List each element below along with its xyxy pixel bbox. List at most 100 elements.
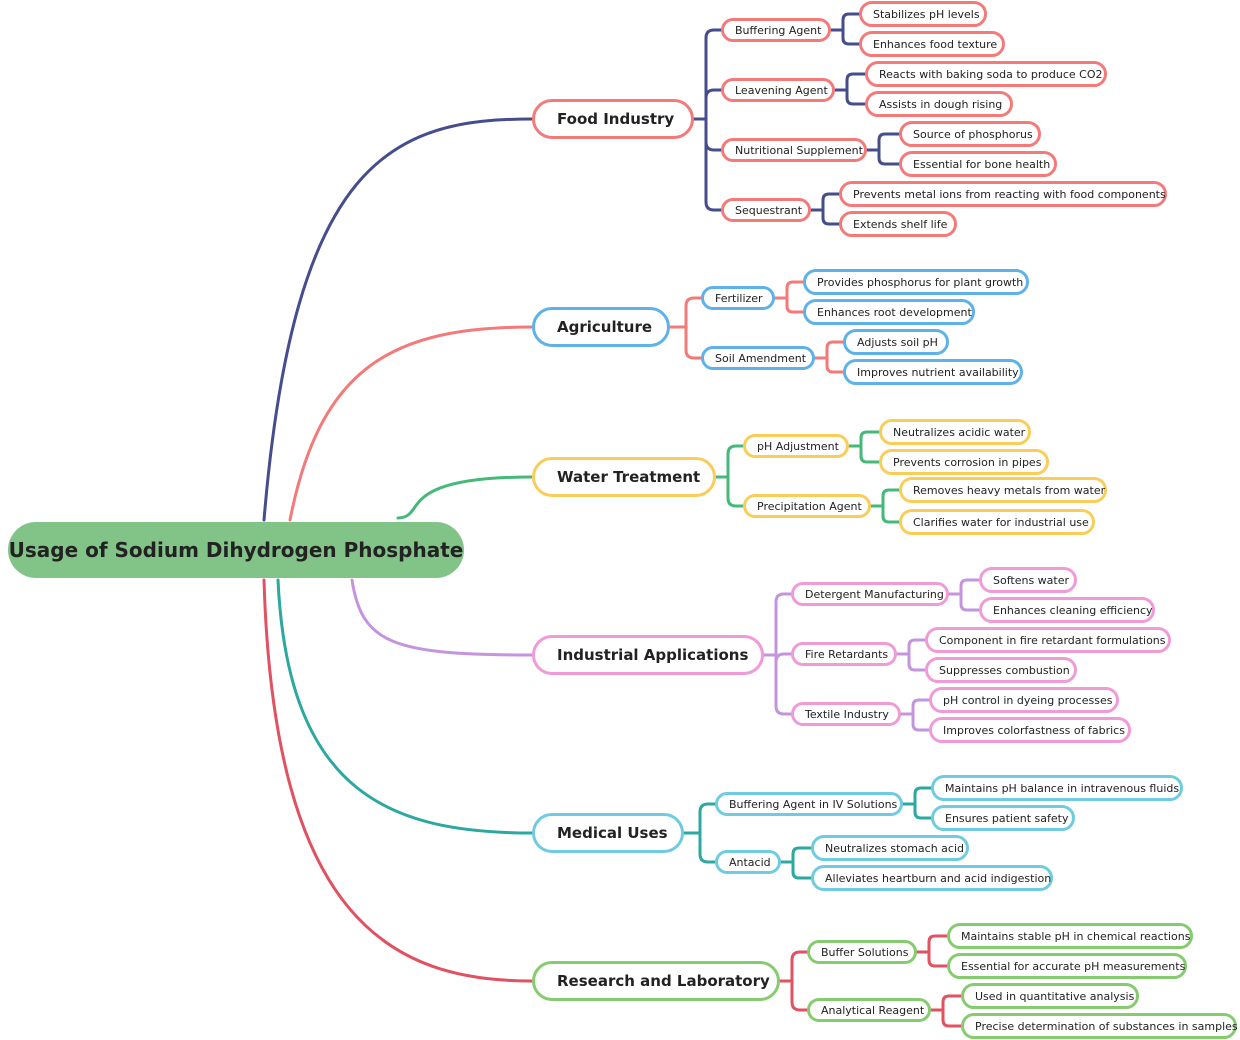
subtopic-connector <box>790 950 809 983</box>
leaf-connector <box>881 488 901 508</box>
subtopic-connector <box>704 117 723 152</box>
leaf-connector <box>941 1008 963 1028</box>
leaf-connector <box>911 698 931 716</box>
subtopic-connector <box>698 802 717 835</box>
leaf-topic[interactable]: Assists in dough rising <box>865 91 1013 117</box>
leaf-connector <box>959 592 981 612</box>
leaf-topic[interactable]: Neutralizes stomach acid <box>811 835 969 861</box>
leaf-connector <box>911 712 931 732</box>
leaf-connector <box>927 950 949 968</box>
leaf-connector <box>825 340 845 360</box>
subtopic[interactable]: Fire Retardants <box>791 642 897 666</box>
leaf-topic[interactable]: Neutralizes acidic water <box>879 419 1031 445</box>
leaf-connector <box>859 444 881 464</box>
subtopic[interactable]: Nutritional Supplement <box>721 138 867 162</box>
leaf-connector <box>907 638 927 656</box>
subtopic-connector <box>774 592 793 657</box>
subtopic[interactable]: Soil Amendment <box>701 346 815 370</box>
leaf-connector <box>791 860 813 880</box>
leaf-connector <box>941 994 963 1012</box>
leaf-topic[interactable]: Prevents corrosion in pipes <box>879 449 1049 475</box>
leaf-connector <box>841 12 861 32</box>
leaf-topic[interactable]: Provides phosphorus for plant growth <box>803 269 1029 295</box>
leaf-topic[interactable]: Precise determination of substances in s… <box>961 1013 1238 1039</box>
subtopic[interactable]: Sequestrant <box>721 198 811 222</box>
leaf-topic[interactable]: Enhances food texture <box>859 31 1005 57</box>
leaf-topic[interactable]: pH control in dyeing processes <box>929 687 1119 713</box>
subtopic[interactable]: pH Adjustment <box>743 434 849 458</box>
leaf-connector <box>913 786 933 806</box>
subtopic[interactable]: Buffering Agent in IV Solutions <box>715 792 903 816</box>
leaf-connector <box>881 504 901 524</box>
leaf-topic[interactable]: Adjusts soil pH <box>843 329 949 355</box>
subtopic-connector <box>726 475 745 508</box>
leaf-topic[interactable]: Prevents metal ions from reacting with f… <box>839 181 1167 207</box>
subtopic[interactable]: Precipitation Agent <box>743 494 871 518</box>
subtopic[interactable]: Antacid <box>715 850 781 874</box>
leaf-connector <box>845 88 867 106</box>
branch-connector <box>396 475 534 520</box>
branch-connector <box>262 578 534 983</box>
leaf-topic[interactable]: Maintains stable pH in chemical reaction… <box>947 923 1193 949</box>
leaf-connector <box>927 934 949 954</box>
branch-connector <box>276 578 534 835</box>
leaf-topic[interactable]: Removes heavy metals from water <box>899 477 1107 503</box>
branch-topic[interactable]: Research and Laboratory <box>532 961 780 1001</box>
subtopic-connector <box>684 325 703 360</box>
subtopic-connector <box>790 979 809 1012</box>
subtopic-connector <box>704 88 723 121</box>
leaf-topic[interactable]: Suppresses combustion <box>925 657 1077 683</box>
branch-connector <box>262 117 534 522</box>
branch-topic[interactable]: Medical Uses <box>532 813 684 853</box>
branch-connector <box>288 325 534 522</box>
leaf-topic[interactable]: Maintains pH balance in intravenous flui… <box>931 775 1183 801</box>
leaf-topic[interactable]: Essential for accurate pH measurements <box>947 953 1187 979</box>
branch-topic[interactable]: Food Industry <box>532 99 694 139</box>
subtopic[interactable]: Textile Industry <box>791 702 901 726</box>
leaf-topic[interactable]: Ensures patient safety <box>931 805 1075 831</box>
leaf-connector <box>877 148 901 166</box>
leaf-connector <box>907 652 927 672</box>
leaf-connector <box>845 72 867 92</box>
leaf-connector <box>913 802 933 820</box>
leaf-topic[interactable]: Reacts with baking soda to produce CO2 <box>865 61 1107 87</box>
leaf-topic[interactable]: Extends shelf life <box>839 211 957 237</box>
leaf-topic[interactable]: Improves colorfastness of fabrics <box>929 717 1131 743</box>
subtopic-connector <box>726 444 745 479</box>
leaf-connector <box>959 578 981 596</box>
branch-topic[interactable]: Water Treatment <box>532 457 716 497</box>
leaf-topic[interactable]: Softens water <box>979 567 1077 593</box>
branch-topic[interactable]: Agriculture <box>532 307 670 347</box>
subtopic[interactable]: Detergent Manufacturing <box>791 582 949 606</box>
leaf-connector <box>821 208 841 226</box>
leaf-connector <box>841 28 861 46</box>
subtopic-connector <box>698 831 717 864</box>
root-topic[interactable]: Usage of Sodium Dihydrogen Phosphate <box>8 522 464 578</box>
leaf-connector <box>785 280 805 300</box>
leaf-topic[interactable]: Alleviates heartburn and acid indigestio… <box>811 865 1053 891</box>
subtopic-connector <box>684 296 703 329</box>
leaf-topic[interactable]: Clarifies water for industrial use <box>899 509 1095 535</box>
subtopic[interactable]: Leavening Agent <box>721 78 835 102</box>
leaf-topic[interactable]: Enhances cleaning efficiency <box>979 597 1155 623</box>
leaf-topic[interactable]: Essential for bone health <box>899 151 1057 177</box>
leaf-topic[interactable]: Used in quantitative analysis <box>961 983 1139 1009</box>
leaf-topic[interactable]: Source of phosphorus <box>899 121 1041 147</box>
leaf-topic[interactable]: Component in fire retardant formulations <box>925 627 1171 653</box>
leaf-connector <box>859 430 881 448</box>
subtopic[interactable]: Analytical Reagent <box>807 998 931 1022</box>
leaf-connector <box>877 132 901 152</box>
subtopic[interactable]: Buffering Agent <box>721 18 831 42</box>
branch-connector <box>350 578 534 657</box>
branch-topic[interactable]: Industrial Applications <box>532 635 764 675</box>
subtopic-connector <box>704 28 723 121</box>
leaf-topic[interactable]: Stabilizes pH levels <box>859 1 987 27</box>
leaf-topic[interactable]: Improves nutrient availability <box>843 359 1023 385</box>
leaf-topic[interactable]: Enhances root development <box>803 299 975 325</box>
subtopic[interactable]: Fertilizer <box>701 286 775 310</box>
leaf-connector <box>791 846 813 864</box>
subtopic[interactable]: Buffer Solutions <box>807 940 917 964</box>
subtopic-connector <box>774 653 793 716</box>
subtopic-connector <box>774 652 793 663</box>
